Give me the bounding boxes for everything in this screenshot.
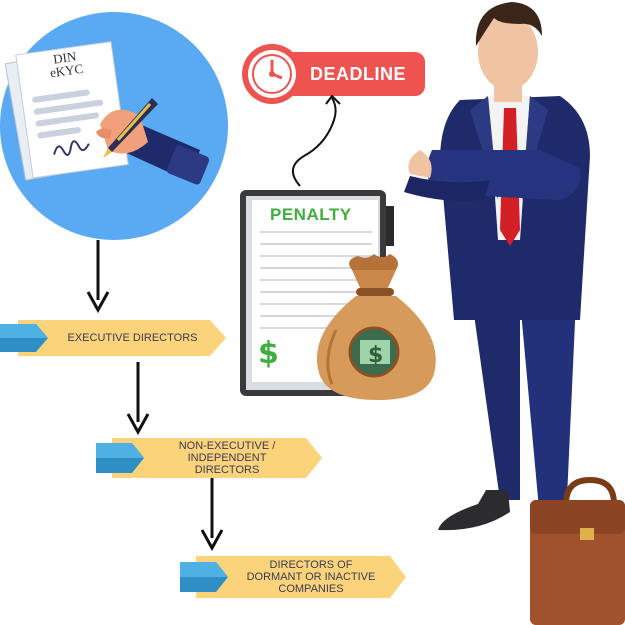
hand	[408, 150, 432, 178]
briefcase-icon	[530, 476, 625, 625]
document-signing-group	[0, 12, 228, 240]
arrow-head-3	[200, 529, 224, 552]
flow-arrows	[86, 240, 224, 552]
money-bag-icon: $	[316, 254, 436, 400]
flow-step-1-text: EXECUTIVE DIRECTORS	[67, 332, 198, 344]
deadline-badge	[242, 44, 425, 104]
flow-step-3-line2: DORMANT OR INACTIVE	[246, 571, 376, 583]
svg-text:$: $	[368, 343, 383, 368]
businessman	[404, 2, 590, 532]
flow-step-3-line3: COMPANIES	[278, 583, 344, 595]
flow-step-3-line1: DIRECTORS OF	[269, 559, 353, 571]
flow-step-2-line2: INDEPENDENT	[187, 452, 267, 464]
right-leg	[520, 300, 576, 520]
penalty-label: PENALTY	[270, 205, 352, 224]
dollar-icon: $	[258, 336, 279, 371]
pen-icon	[103, 98, 158, 158]
banner-3	[180, 556, 406, 598]
left-leg	[472, 300, 520, 500]
hair	[475, 2, 542, 46]
flow-step-executive: EXECUTIVE DIRECTORS	[50, 320, 215, 356]
flow-step-non-executive: NON-EXECUTIVE / INDEPENDENT DIRECTORS	[146, 438, 308, 478]
document-title: DIN eKYC	[44, 48, 87, 81]
din-ekyc-document	[15, 41, 129, 179]
flow-step-dormant: DIRECTORS OF DORMANT OR INACTIVE COMPANI…	[228, 556, 394, 598]
flow-step-2-line3: DIRECTORS	[194, 464, 260, 476]
face	[478, 14, 538, 90]
arrow-head-1	[86, 291, 110, 314]
arrow-head-2	[126, 413, 150, 436]
deadline-label: DEADLINE	[310, 64, 407, 84]
left-shoe	[438, 490, 510, 531]
flow-step-2-line1: NON-EXECUTIVE /	[178, 440, 276, 452]
banner-1	[0, 320, 226, 356]
deadline-arrow	[292, 94, 341, 187]
banner-2	[96, 438, 322, 478]
